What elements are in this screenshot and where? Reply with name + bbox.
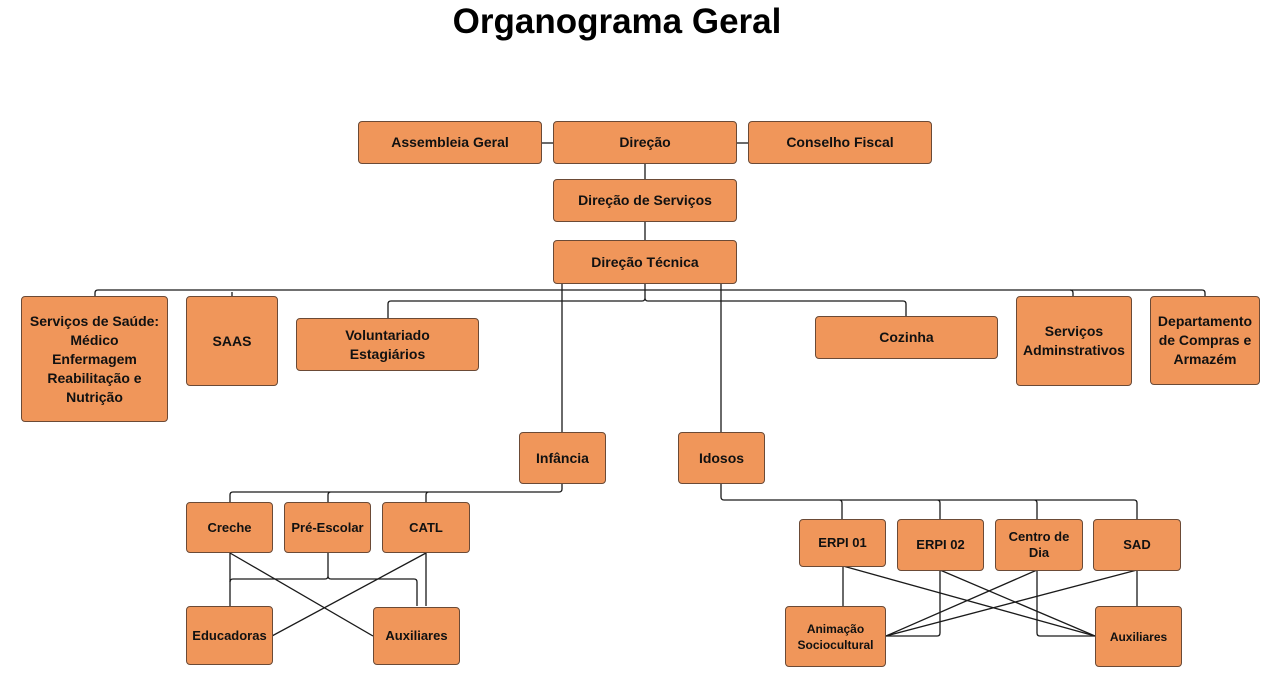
node-departamento-compras[interactable]: Departamento de Compras e Armazém bbox=[1150, 296, 1260, 385]
node-sad[interactable]: SAD bbox=[1093, 519, 1181, 571]
node-pre-escolar[interactable]: Pré-Escolar bbox=[284, 502, 371, 553]
node-label: Auxiliares bbox=[385, 628, 448, 643]
node-label: Departamento de Compras e Armazém bbox=[1157, 313, 1253, 367]
node-label: ERPI 02 bbox=[916, 537, 965, 552]
node-auxiliares-infancia[interactable]: Auxiliares bbox=[373, 607, 460, 665]
node-assembleia-geral[interactable]: Assembleia Geral bbox=[358, 121, 542, 164]
node-erpi-02[interactable]: ERPI 02 bbox=[897, 519, 984, 571]
node-label: Conselho Fiscal bbox=[786, 134, 894, 150]
node-educadoras[interactable]: Educadoras bbox=[186, 606, 273, 665]
node-label: Animação Sociocultural bbox=[797, 621, 874, 652]
node-label: Idosos bbox=[698, 449, 745, 466]
connector-erpi02-auxiliares bbox=[939, 569, 1096, 637]
node-label: Direção de Serviços bbox=[578, 192, 712, 208]
node-servicos-administrativos[interactable]: Serviços Adminstrativos bbox=[1016, 296, 1132, 386]
connector-centrodia-auxiliares bbox=[1036, 570, 1095, 637]
node-direcao-tecnica[interactable]: Direção Técnica bbox=[553, 240, 737, 284]
node-direcao-servicos[interactable]: Direção de Serviços bbox=[553, 179, 737, 222]
node-catl[interactable]: CATL bbox=[382, 502, 470, 553]
connector-bus-administrativos bbox=[1069, 289, 1074, 296]
node-label: Direção Técnica bbox=[591, 253, 699, 270]
node-saas[interactable]: SAAS bbox=[186, 296, 278, 386]
node-direcao[interactable]: Direção bbox=[553, 121, 737, 164]
connector-erpi01-auxiliares bbox=[842, 565, 1096, 637]
page-title: Organograma Geral bbox=[452, 2, 782, 41]
connector-bus-inner bbox=[387, 290, 907, 318]
connector-idosos-bus bbox=[720, 483, 1138, 519]
node-label: Cozinha bbox=[879, 329, 934, 345]
node-conselho-fiscal[interactable]: Conselho Fiscal bbox=[748, 121, 932, 164]
node-creche[interactable]: Creche bbox=[186, 502, 273, 553]
connector-creche-auxiliares bbox=[229, 552, 374, 637]
node-label: Creche bbox=[207, 519, 252, 535]
connector-erpi02-animacao bbox=[886, 570, 941, 637]
node-animacao-sociocultural[interactable]: Animação Sociocultural bbox=[785, 606, 886, 667]
node-label: Pré-Escolar bbox=[291, 519, 364, 535]
connector-centrodia-animacao bbox=[885, 569, 1038, 637]
node-centro-de-dia[interactable]: Centro de Dia bbox=[995, 519, 1083, 571]
node-label: ERPI 01 bbox=[818, 535, 867, 550]
node-label: Serviços Adminstrativos bbox=[1023, 323, 1125, 358]
node-cozinha[interactable]: Cozinha bbox=[815, 316, 998, 359]
connector-bus-outer bbox=[94, 289, 1206, 296]
node-label: Centro de Dia bbox=[1008, 529, 1070, 560]
node-label: SAAS bbox=[212, 332, 252, 349]
node-label: Auxiliares bbox=[1109, 629, 1168, 644]
node-label: CATL bbox=[409, 519, 443, 535]
node-voluntariado[interactable]: Voluntariado Estagiários bbox=[296, 318, 479, 371]
node-auxiliares-idosos[interactable]: Auxiliares bbox=[1095, 606, 1182, 667]
node-label: SAD bbox=[1123, 537, 1151, 552]
node-servicos-saude[interactable]: Serviços de Saúde: Médico Enfermagem Rea… bbox=[21, 296, 168, 422]
connector-sad-animacao bbox=[885, 569, 1138, 637]
connector-infancia-bus bbox=[229, 483, 563, 502]
connector-catl-educadoras bbox=[271, 552, 427, 637]
node-label: Educadoras bbox=[192, 627, 267, 643]
node-idosos[interactable]: Idosos bbox=[678, 432, 765, 484]
node-label: Voluntariado Estagiários bbox=[345, 326, 430, 362]
node-erpi-01[interactable]: ERPI 01 bbox=[799, 519, 886, 567]
node-label: Direção bbox=[619, 134, 671, 150]
node-label: Infância bbox=[536, 449, 589, 466]
node-label: Serviços de Saúde: Médico Enfermagem Rea… bbox=[29, 312, 160, 405]
node-infancia[interactable]: Infância bbox=[519, 432, 606, 484]
node-label: Assembleia Geral bbox=[391, 134, 509, 150]
connector-preescolar-bus bbox=[229, 553, 418, 606]
